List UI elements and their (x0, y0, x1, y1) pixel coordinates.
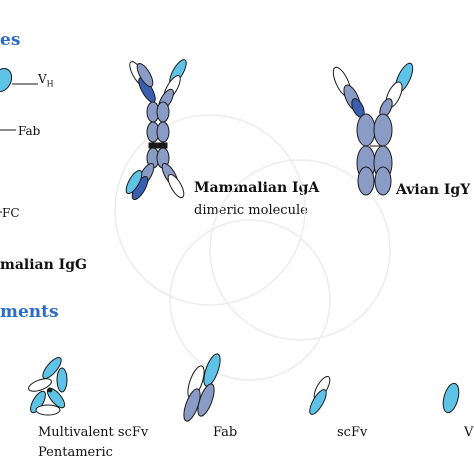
igg-partial-vh (0, 67, 38, 213)
fab-label-top: Fab (18, 124, 41, 138)
avian-igy-figure (332, 62, 414, 196)
fab-fragment-figure (183, 353, 221, 422)
section-heading-fragments: ments (0, 302, 59, 322)
section-heading-molecules: es (0, 30, 21, 50)
dimeric-molecule-label: dimeric molecule (194, 203, 308, 218)
watermark-circles (114, 114, 391, 381)
multivalent-scfv-label: Multivalent scFv (38, 425, 149, 440)
avian-igy-label: Avian IgY (396, 182, 471, 198)
fc-label: FC (2, 206, 20, 220)
pentameric-label: Pentameric (38, 445, 113, 460)
scfv-fragment-figure (309, 375, 331, 415)
vh-label: VH (38, 72, 54, 88)
vh-label-subscript: H (46, 79, 54, 89)
mammalian-igg-label: malian IgG (0, 257, 87, 273)
vh-label-text: V (38, 72, 47, 86)
scfv-label: scFv (337, 425, 368, 440)
mammalian-iga-figure (125, 59, 187, 201)
v-cut-label: V (464, 425, 474, 440)
fab-label-bottom: Fab (213, 425, 238, 440)
mammalian-iga-label: Mammalian IgA (194, 180, 320, 196)
multivalent-scfv-figure (28, 357, 68, 416)
v-domain-figure (442, 382, 460, 414)
